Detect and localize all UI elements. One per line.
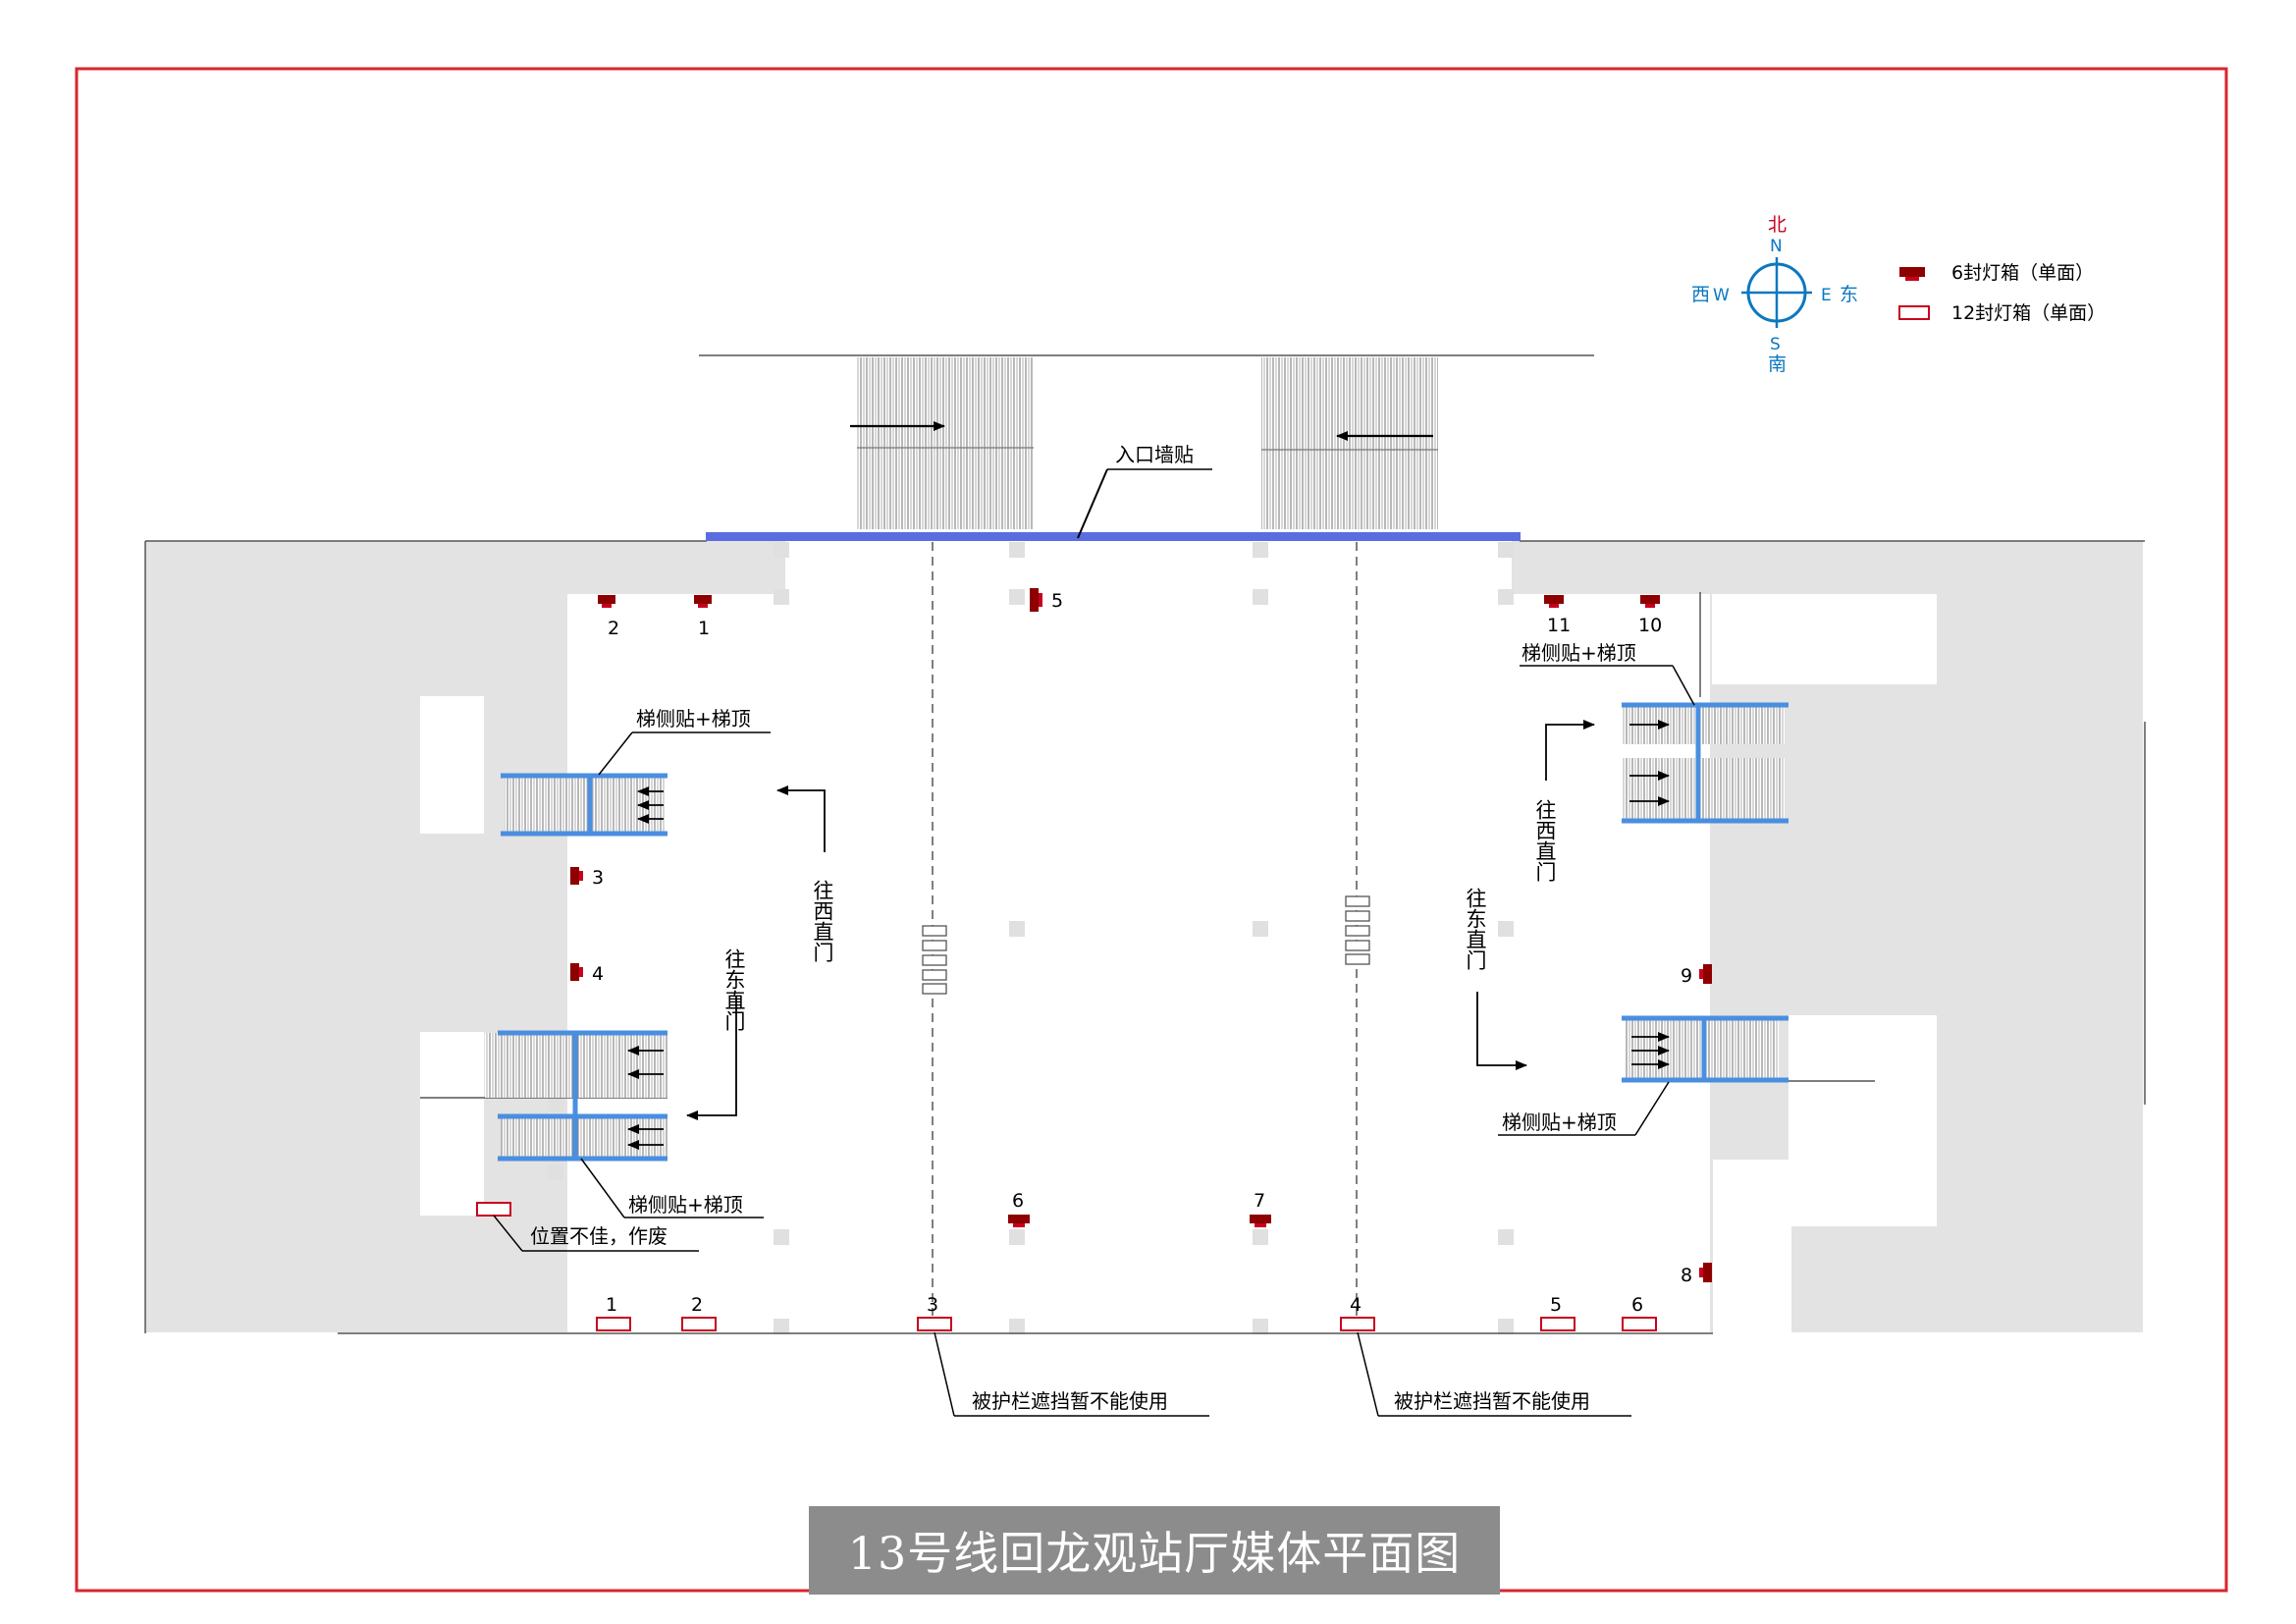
lightbox-12-numbers: 1 2 3 4 5 6 xyxy=(606,1294,1643,1316)
svg-text:5: 5 xyxy=(1550,1294,1562,1316)
legend-6-sheet-swatch xyxy=(1899,267,1925,277)
direction-label-dongzhimen-left: 往东直门 xyxy=(722,948,746,1031)
lightbox-6[interactable] xyxy=(1640,595,1660,608)
entrance-escalator-east xyxy=(1261,357,1438,529)
lightbox-12[interactable] xyxy=(1340,1317,1375,1331)
escalator-label-left-top: 梯侧贴+梯顶 xyxy=(636,707,751,731)
svg-text:6: 6 xyxy=(1012,1190,1024,1212)
lightbox-12[interactable] xyxy=(917,1317,952,1331)
escalator-left-top xyxy=(501,773,667,837)
svg-text:2: 2 xyxy=(691,1294,703,1316)
lightbox-6[interactable] xyxy=(1699,1263,1712,1282)
svg-text:西: 西 xyxy=(1691,284,1710,305)
svg-text:3: 3 xyxy=(927,1294,938,1316)
svg-text:5: 5 xyxy=(1051,590,1063,612)
svg-text:4: 4 xyxy=(592,963,604,985)
svg-text:2: 2 xyxy=(608,618,619,639)
escalator-right-bottom xyxy=(1622,1015,1789,1083)
direction-label-dongzhimen-right: 往东直门 xyxy=(1464,888,1487,970)
escalator-right-top xyxy=(1622,702,1789,824)
platform-benches xyxy=(922,895,1370,995)
legend: 6封灯箱（单面） 12封灯箱（单面） xyxy=(1898,262,2106,324)
legend-12-sheet-label: 12封灯箱（单面） xyxy=(1951,302,2106,324)
legend-12-sheet-swatch xyxy=(1898,305,1930,320)
lightbox-6[interactable] xyxy=(570,963,583,981)
escalator-label-right-top: 梯侧贴+梯顶 xyxy=(1522,641,1636,665)
entrance-escalator-west xyxy=(850,357,1034,529)
svg-text:8: 8 xyxy=(1681,1265,1692,1286)
lightbox-6[interactable] xyxy=(1250,1215,1271,1227)
svg-text:1: 1 xyxy=(698,618,710,639)
lightbox-12[interactable] xyxy=(1540,1317,1575,1331)
lightbox-6[interactable] xyxy=(1544,595,1564,608)
lightbox-6[interactable] xyxy=(598,595,615,608)
lightbox-6[interactable] xyxy=(570,867,583,885)
svg-text:10: 10 xyxy=(1638,615,1662,636)
lightbox-12[interactable] xyxy=(596,1317,631,1331)
direction-label-xizhimen-right: 往西直门 xyxy=(1533,799,1557,882)
outline-lines xyxy=(144,354,2146,1334)
entrance-wall-label: 入口墙贴 xyxy=(1115,443,1194,466)
compass: 北 N S 南 西 W E 东 xyxy=(1691,214,1858,375)
escalator-label-left-bottom: 梯侧贴+梯顶 xyxy=(628,1193,743,1217)
svg-text:东: 东 xyxy=(1840,284,1858,305)
svg-text:6: 6 xyxy=(1631,1294,1643,1316)
lightboxes-12 xyxy=(476,1202,1657,1331)
entrance-wall-sticker xyxy=(706,532,1521,541)
lightbox-6[interactable] xyxy=(1030,588,1042,612)
svg-text:4: 4 xyxy=(1350,1294,1362,1316)
escalator-label-right-bottom: 梯侧贴+梯顶 xyxy=(1502,1110,1617,1134)
lightbox-6-numbers: 1 2 3 4 5 6 7 8 9 10 11 xyxy=(592,590,1692,1286)
lightboxes-6 xyxy=(570,588,1712,1282)
svg-text:11: 11 xyxy=(1547,615,1571,636)
columns xyxy=(548,542,1514,1334)
blocked-note-1: 被护栏遮挡暂不能使用 xyxy=(972,1389,1168,1413)
svg-text:3: 3 xyxy=(592,867,604,889)
direction-label-xizhimen-left: 往西直门 xyxy=(811,880,834,962)
svg-text:N: N xyxy=(1770,237,1783,256)
legend-6-sheet-label: 6封灯箱（单面） xyxy=(1951,262,2094,284)
svg-text:7: 7 xyxy=(1254,1190,1265,1212)
entrance-wall-leader xyxy=(1077,468,1108,539)
svg-text:北: 北 xyxy=(1768,214,1787,236)
svg-text:E: E xyxy=(1821,286,1832,305)
svg-text:南: 南 xyxy=(1768,353,1787,375)
svg-text:W: W xyxy=(1713,286,1730,305)
lightbox-12-void[interactable] xyxy=(476,1202,511,1217)
poor-position-note: 位置不佳，作废 xyxy=(530,1224,667,1248)
page-title: 13号线回龙观站厅媒体平面图 xyxy=(847,1527,1462,1580)
lightbox-6[interactable] xyxy=(1008,1215,1030,1227)
svg-text:S: S xyxy=(1770,335,1781,354)
lightbox-12[interactable] xyxy=(1622,1317,1657,1331)
lightbox-12[interactable] xyxy=(681,1317,717,1331)
station-floor xyxy=(420,541,1937,1336)
blocked-note-2: 被护栏遮挡暂不能使用 xyxy=(1394,1389,1590,1413)
title-banner: 13号线回龙观站厅媒体平面图 xyxy=(809,1506,1500,1595)
lightbox-6[interactable] xyxy=(1699,964,1712,984)
direction-arrows xyxy=(686,720,1595,1120)
svg-text:1: 1 xyxy=(606,1294,617,1316)
lightbox-6[interactable] xyxy=(694,595,712,608)
escalator-left-bottom xyxy=(485,1030,667,1162)
svg-text:9: 9 xyxy=(1681,965,1692,987)
